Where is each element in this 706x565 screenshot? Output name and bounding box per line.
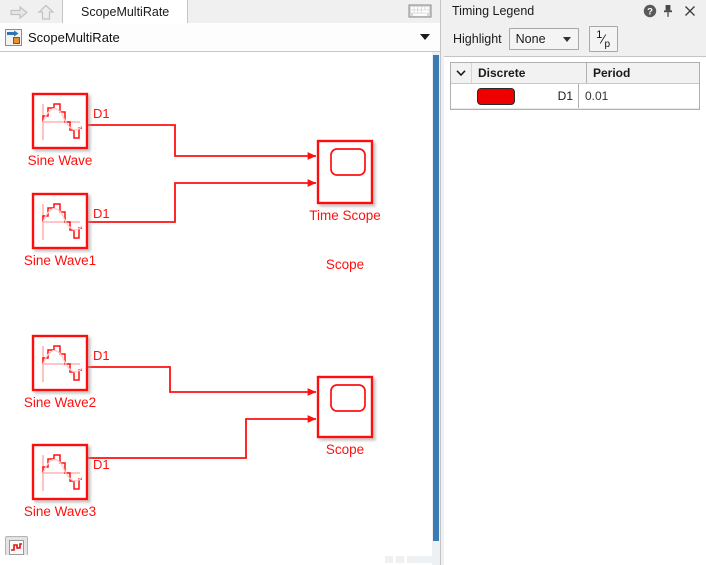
sine-wave-icon bbox=[42, 345, 83, 382]
breadcrumb[interactable]: ScopeMultiRate bbox=[0, 23, 440, 52]
rate-name: D1 bbox=[557, 89, 573, 103]
timing-legend-toolbar: Highlight None 1⁄p bbox=[444, 22, 706, 57]
rate-tag: D1 bbox=[93, 106, 110, 121]
breadcrumb-label: ScopeMultiRate bbox=[28, 29, 120, 45]
sine-wave-icon bbox=[42, 103, 83, 140]
signal-sinewave3-to-scope bbox=[87, 415, 317, 459]
tab-scopemultirate[interactable]: ScopeMultiRate bbox=[62, 0, 189, 23]
block-label-line1: Time Scope bbox=[309, 208, 381, 223]
block-sine-wave[interactable]: D1 Sine Wave bbox=[28, 92, 110, 168]
chevron-down-icon[interactable] bbox=[420, 34, 430, 40]
timing-legend-title: Timing Legend bbox=[452, 4, 535, 18]
sine-wave-icon bbox=[42, 454, 83, 491]
block-sine-wave3[interactable]: D1 Sine Wave3 bbox=[24, 443, 110, 519]
signal-sinewave2-to-scope bbox=[87, 366, 317, 396]
block-sine-wave2[interactable]: D1 Sine Wave2 bbox=[24, 334, 110, 410]
svg-text:?: ? bbox=[647, 7, 653, 18]
block-time-scope[interactable]: Time Scope bbox=[309, 139, 381, 223]
block-label: Scope bbox=[326, 442, 364, 457]
rate-tag: D1 bbox=[93, 348, 110, 363]
keyboard-icon[interactable] bbox=[408, 3, 432, 19]
vertical-scrollbar-thumb[interactable] bbox=[433, 55, 439, 541]
block-scope[interactable]: Scope bbox=[316, 375, 374, 457]
rate-color-swatch[interactable] bbox=[477, 87, 515, 105]
block-label: Sine Wave bbox=[28, 153, 93, 168]
table-row[interactable]: D1 0.01 bbox=[451, 84, 699, 109]
hscroll-thumb[interactable] bbox=[407, 556, 432, 563]
signal-sinewave-to-timescope bbox=[87, 124, 317, 160]
timing-legend-titlebar: Timing Legend ? bbox=[444, 0, 706, 22]
rate-tag: D1 bbox=[93, 206, 110, 221]
row-discrete-cell[interactable]: D1 bbox=[471, 84, 579, 108]
inverse-period-label: 1⁄p bbox=[596, 28, 611, 50]
signal-sinewave1-to-timescope bbox=[87, 179, 317, 223]
hscroll-segment[interactable] bbox=[396, 556, 404, 563]
block-sine-wave1[interactable]: D1 Sine Wave1 bbox=[24, 192, 110, 268]
timing-legend-table: Discrete Period D1 0.01 bbox=[450, 62, 700, 110]
sample-time-legend-icon[interactable] bbox=[5, 536, 28, 559]
highlight-selected-value: None bbox=[515, 32, 546, 46]
row-gutter bbox=[451, 84, 471, 108]
highlight-dropdown[interactable]: None bbox=[508, 28, 579, 50]
model-editor-pane: ScopeMultiRate bbox=[0, 0, 440, 565]
help-icon[interactable]: ? bbox=[642, 3, 658, 19]
sine-wave-icon bbox=[42, 203, 83, 240]
row-period-cell: 0.01 bbox=[585, 89, 609, 103]
column-header-period[interactable]: Period bbox=[593, 66, 631, 80]
block-label: Sine Wave1 bbox=[24, 253, 96, 268]
simulink-model-icon bbox=[5, 28, 22, 46]
block-label: Sine Wave2 bbox=[24, 395, 96, 410]
column-header-discrete[interactable]: Discrete bbox=[472, 63, 587, 83]
arrow-right-icon[interactable] bbox=[6, 2, 32, 22]
arrow-up-icon[interactable] bbox=[33, 2, 59, 22]
scope-icon bbox=[330, 148, 366, 176]
hscroll-segment[interactable] bbox=[385, 556, 393, 563]
tab-strip-filler bbox=[189, 0, 440, 22]
inverse-period-toggle[interactable]: 1⁄p bbox=[588, 26, 618, 52]
scope-icon bbox=[330, 384, 366, 412]
horizontal-scrollbar[interactable] bbox=[0, 555, 432, 565]
timing-legend-pane: Timing Legend ? Highli bbox=[444, 0, 706, 565]
chevron-down-icon[interactable] bbox=[451, 63, 472, 83]
highlight-label: Highlight bbox=[453, 32, 502, 46]
block-label: Sine Wave3 bbox=[24, 504, 96, 519]
pin-icon[interactable] bbox=[660, 3, 676, 19]
rate-tag: D1 bbox=[93, 457, 110, 472]
chevron-down-icon bbox=[562, 37, 571, 42]
signal-lines bbox=[87, 124, 317, 459]
tab-label: ScopeMultiRate bbox=[81, 4, 170, 19]
model-canvas[interactable]: D1 Sine Wave D1 Sine Wave1 bbox=[0, 52, 432, 565]
close-icon[interactable] bbox=[682, 3, 698, 19]
tab-strip: ScopeMultiRate bbox=[0, 0, 440, 24]
block-label-timescope-line2: Scope bbox=[325, 257, 365, 272]
table-header-row: Discrete Period bbox=[451, 63, 699, 84]
